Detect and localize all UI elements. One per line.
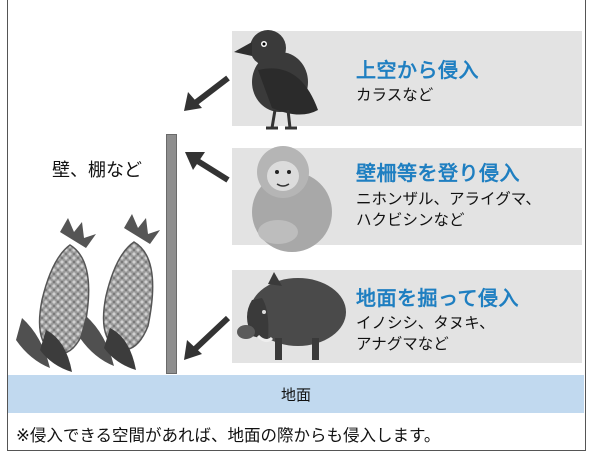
route-desc-line: ニホンザル、アライグマ、: [356, 190, 541, 208]
route-title-sky: 上空から侵入: [356, 58, 479, 82]
crow-icon: [234, 30, 318, 130]
arrow-icon: [184, 315, 231, 360]
route-desc-dig: イノシシ、タヌキ、 アナグマなど: [356, 313, 495, 355]
arrow-icon: [185, 152, 230, 183]
ground-label: 地面: [280, 386, 311, 404]
route-desc-line: カラスなど: [356, 86, 434, 104]
route-title-climb: 壁柵等を登り侵入: [356, 161, 520, 185]
arrow-icon: [184, 75, 230, 111]
boar-icon: [237, 272, 346, 360]
route-desc-climb: ニホンザル、アライグマ、 ハクビシンなど: [356, 189, 541, 231]
route-desc-line: ハクビシンなど: [356, 211, 465, 229]
corn-icon: [80, 214, 160, 370]
corn-icon: [16, 218, 96, 372]
wall-label: 壁、棚など: [52, 160, 142, 181]
route-desc-sky: カラスなど: [356, 85, 433, 106]
ground: 地面: [8, 375, 584, 413]
route-desc-line: アナグマなど: [356, 335, 449, 353]
monkey-icon: [252, 146, 332, 252]
footnote: ※侵入できる空間があれば、地面の際からも侵入します。: [16, 426, 441, 445]
route-title-dig: 地面を掘って侵入: [356, 286, 519, 310]
route-desc-line: イノシシ、タヌキ、: [356, 314, 495, 332]
wall: [166, 134, 177, 374]
